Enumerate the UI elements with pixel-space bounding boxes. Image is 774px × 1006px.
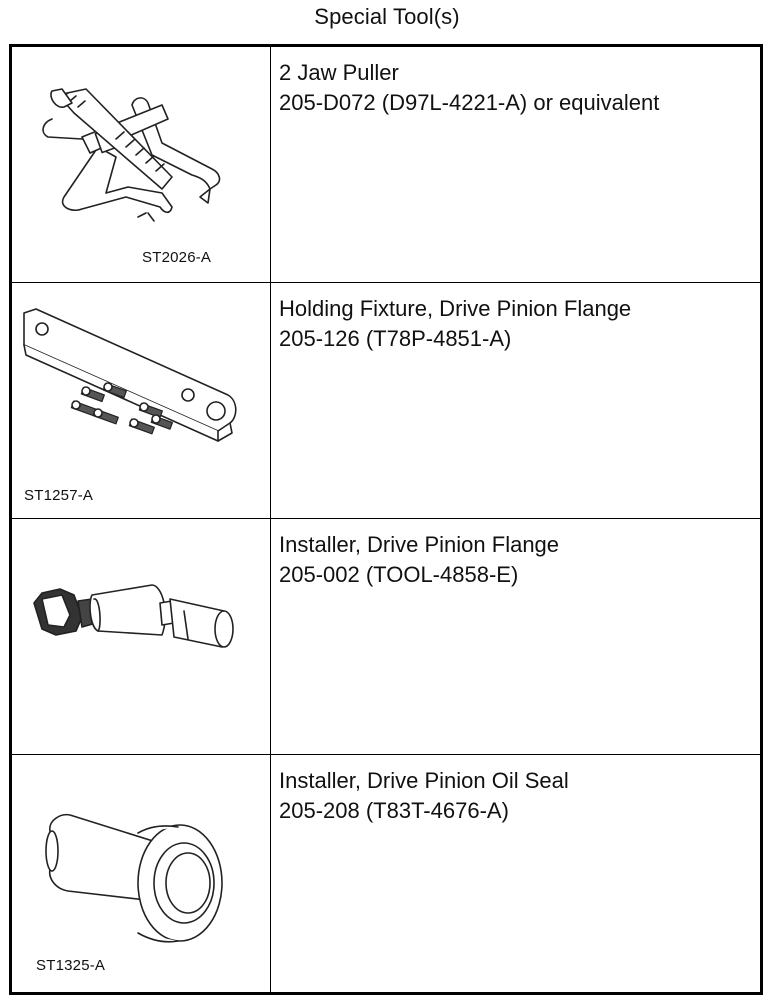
- illustration-cell: ST1257-A: [12, 283, 271, 518]
- tool-name: Holding Fixture, Drive Pinion Flange: [279, 296, 632, 321]
- table-row: ST1257-A Holding Fixture, Drive Pinion F…: [12, 282, 760, 518]
- tool-description: Installer, Drive Pinion Flange 205-002 (…: [271, 519, 760, 754]
- flange-installer-icon: [33, 584, 234, 648]
- tool-description: Installer, Drive Pinion Oil Seal 205-208…: [271, 755, 760, 992]
- special-tools-table: ST2026-A 2 Jaw Puller 205-D072 (D97L-422…: [9, 44, 763, 995]
- tool-name: Installer, Drive Pinion Flange: [279, 532, 560, 557]
- tool-part-number: 205-002 (TOOL-4858-E): [279, 562, 519, 587]
- table-row: ST2026-A 2 Jaw Puller 205-D072 (D97L-422…: [12, 47, 760, 282]
- holding-fixture-icon: [23, 308, 237, 442]
- illustration-cell: ST2026-A: [12, 47, 271, 282]
- tool-description: 2 Jaw Puller 205-D072 (D97L-4221-A) or e…: [271, 47, 760, 282]
- illustration-cell: ST1325-A: [12, 755, 271, 992]
- tool-name: 2 Jaw Puller: [279, 60, 399, 85]
- tool-name: Installer, Drive Pinion Oil Seal: [279, 768, 569, 793]
- oil-seal-installer-icon: [45, 813, 223, 943]
- illustration-code-label: ST1257-A: [24, 487, 94, 504]
- tool-description: Holding Fixture, Drive Pinion Flange 205…: [271, 283, 760, 518]
- two-jaw-puller-icon: [42, 88, 221, 222]
- table-row: ST1325-A Installer, Drive Pinion Oil Sea…: [12, 754, 760, 992]
- page-title: Special Tool(s): [314, 4, 460, 29]
- illustration-code-label: ST2026-A: [142, 249, 212, 266]
- tool-part-number: 205-126 (T78P-4851-A): [279, 326, 512, 351]
- tool-part-number: 205-208 (T83T-4676-A): [279, 798, 509, 823]
- table-row: Installer, Drive Pinion Flange 205-002 (…: [12, 518, 760, 754]
- illustration-cell: [12, 519, 271, 754]
- illustration-code-label: ST1325-A: [36, 957, 106, 974]
- tool-part-number: 205-D072 (D97L-4221-A) or equivalent: [279, 90, 660, 115]
